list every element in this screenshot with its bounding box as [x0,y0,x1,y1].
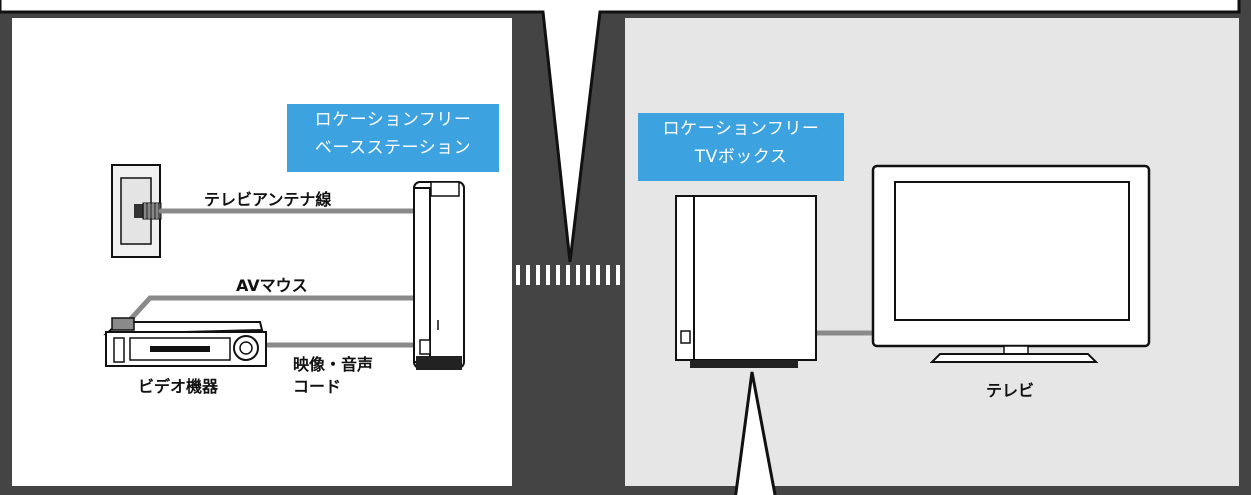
tv-box-device [675,195,817,368]
tv-caption: テレビ [986,381,1035,400]
top-speech-bubble [0,0,1241,263]
av-mouse-caption: AVマウス [236,276,308,295]
av-mouse-cable [125,295,419,325]
av-cord-caption-line1: 映像・音声 [293,355,374,374]
antenna-socket-icon [111,164,162,258]
base-station-label-line2: ベースステーション [314,138,472,158]
television-icon [871,164,1151,363]
wireless-signal-icon [516,265,620,285]
tv-box-label-line1: ロケーションフリー [662,119,820,139]
tv-box-label: ロケーションフリー TVボックス [638,113,844,181]
base-station-label-line1: ロケーションフリー [314,110,472,130]
av-cord-caption: 映像・音声 コード [293,354,373,398]
antenna-cable-caption: テレビアンテナ線 [204,190,332,209]
cables [125,208,879,348]
base-station-label: ロケーションフリー ベースステーション [287,104,499,172]
base-station-device [413,181,465,370]
av-cord-caption-line2: コード [293,377,342,396]
bottom-speech-bubble [734,371,777,495]
video-device-caption: ビデオ機器 [138,377,219,396]
video-device-icon [103,317,267,367]
tv-box-label-line2: TVボックス [694,147,788,167]
